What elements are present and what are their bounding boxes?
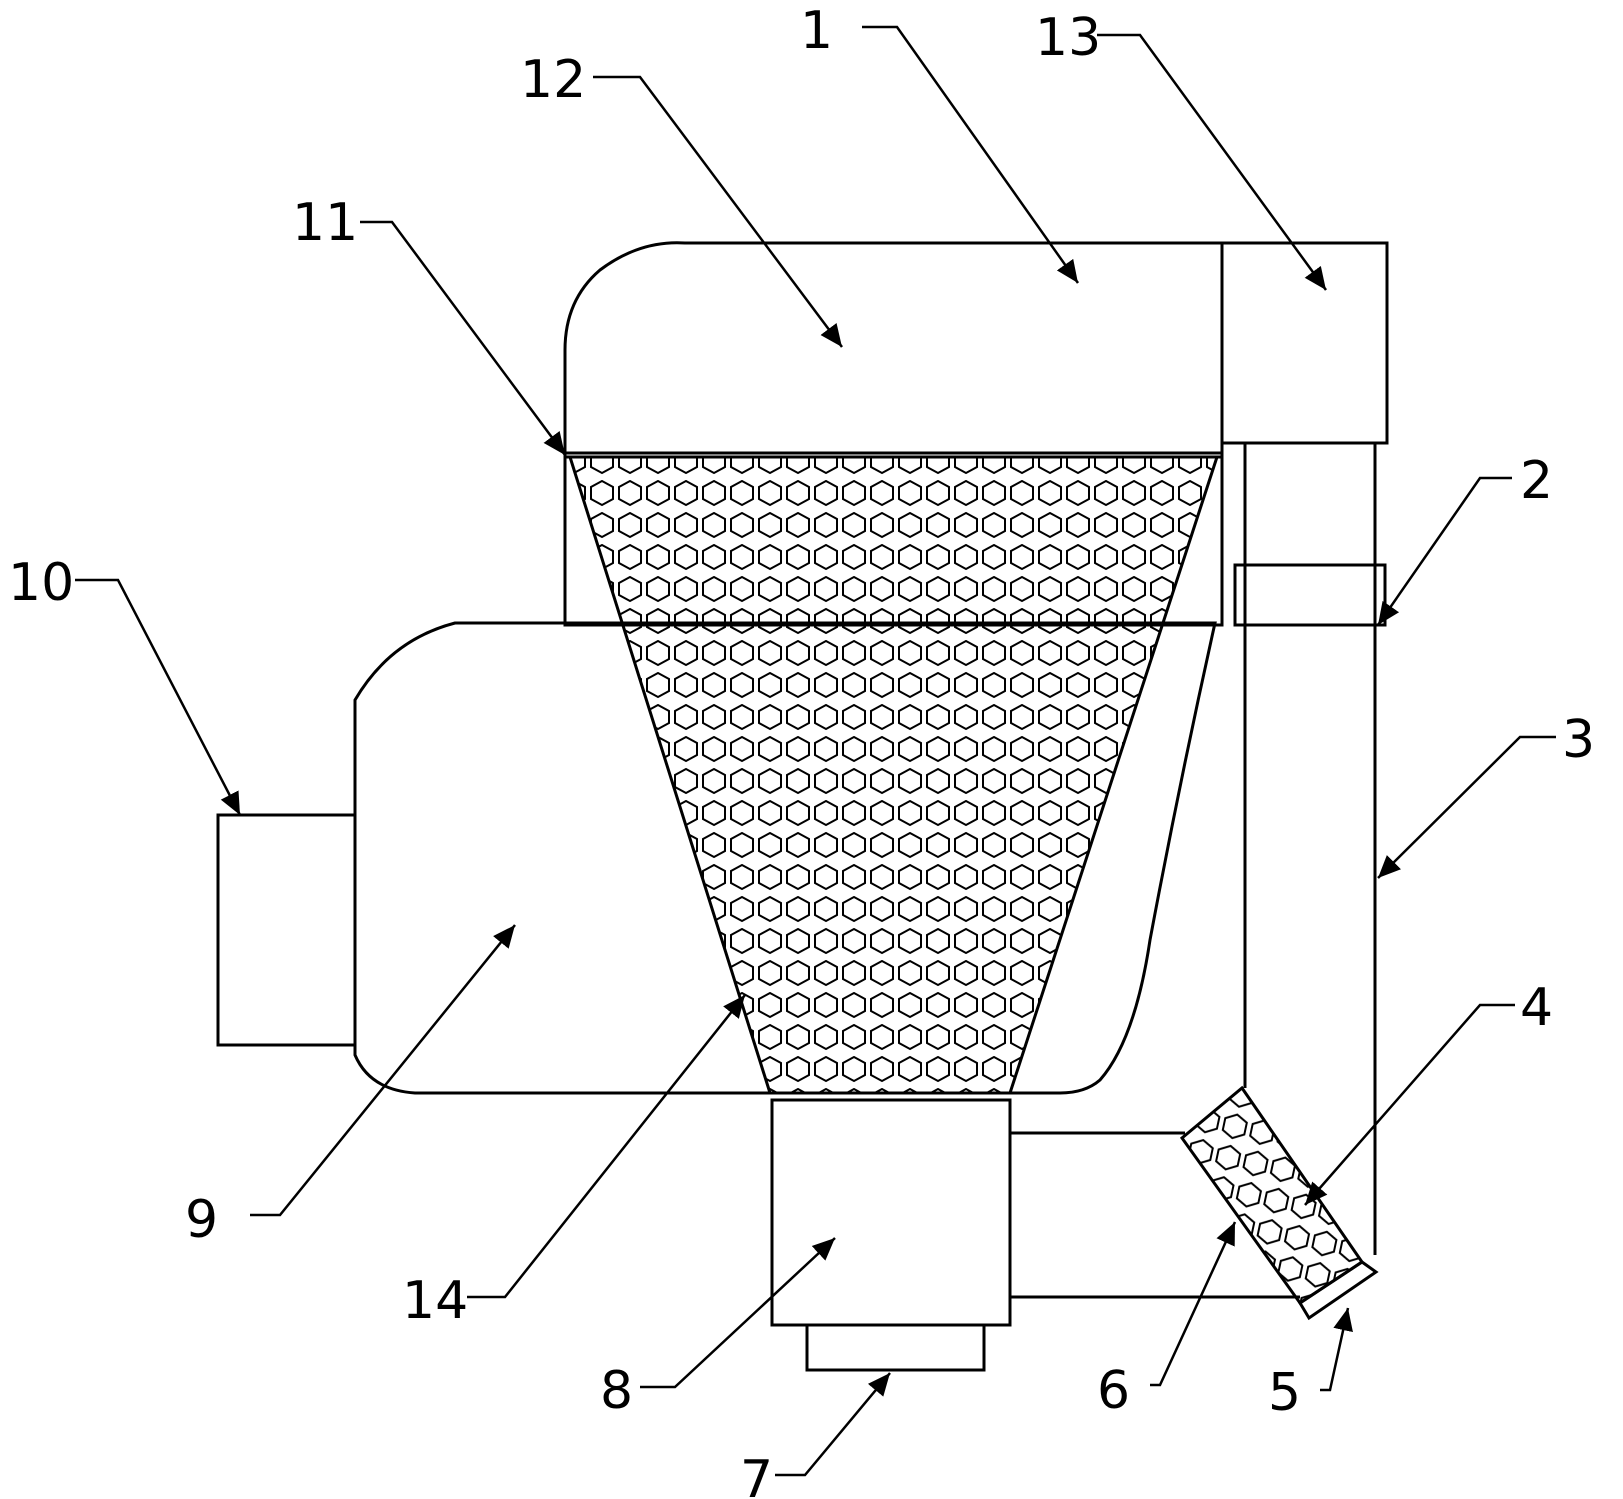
leader-9: [250, 924, 516, 1217]
leader-2: [1376, 476, 1512, 626]
leader-4: [1304, 1003, 1515, 1206]
label-11: 11: [292, 193, 358, 253]
label-1: 1: [800, 1, 833, 61]
label-12: 12: [520, 50, 586, 110]
leader-11: [360, 220, 567, 456]
label-2: 2: [1520, 451, 1553, 511]
upper-housing: [563, 241, 1224, 627]
leader-1: [862, 25, 1080, 284]
leader-10: [75, 578, 242, 816]
label-10: 10: [8, 553, 74, 613]
top-connector-block: [1220, 241, 1389, 445]
leader-14: [467, 994, 746, 1299]
label-9: 9: [185, 1190, 218, 1250]
leader-6: [1150, 1221, 1237, 1387]
funnel-filter-mesh: [567, 455, 1220, 1095]
leader-3: [1377, 735, 1556, 879]
collector-box: [770, 1098, 1012, 1327]
label-8: 8: [600, 1361, 633, 1421]
label-3: 3: [1562, 710, 1595, 770]
inclined-filter: [1179, 1085, 1365, 1306]
lower-body: [353, 621, 1217, 1095]
label-14: 14: [402, 1271, 468, 1331]
bottom-outlet: [805, 1323, 986, 1372]
filter-cap: [1297, 1260, 1379, 1321]
leader-5: [1320, 1307, 1353, 1392]
label-5: 5: [1268, 1363, 1301, 1423]
label-7: 7: [740, 1450, 773, 1499]
clamp-ring: [1233, 563, 1387, 627]
label-13: 13: [1035, 8, 1101, 68]
side-inlet-box: [216, 813, 357, 1047]
leader-13: [1097, 33, 1328, 291]
label-4: 4: [1520, 978, 1553, 1038]
label-6: 6: [1097, 1361, 1130, 1421]
leader-8: [640, 1237, 836, 1389]
leader-7: [775, 1372, 891, 1477]
leader-12: [593, 75, 844, 348]
